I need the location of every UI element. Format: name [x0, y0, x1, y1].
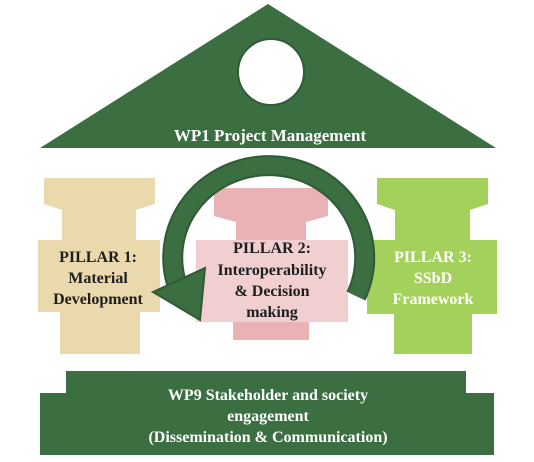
- pillar-2: [196, 188, 348, 340]
- base-text: WP9 Stakeholder and society engagement (…: [148, 387, 387, 446]
- base-top-step: [66, 371, 466, 393]
- pillar-1-line3: Development: [53, 291, 143, 308]
- pillar-1-title: PILLAR 1:: [59, 249, 137, 266]
- pillar-2-panel: [196, 240, 348, 322]
- base-line2: engagement: [227, 408, 309, 425]
- pillar-2-line2: Interoperability: [217, 262, 326, 279]
- roof-label: WP1 Project Management: [174, 126, 367, 145]
- pillar-2-line3: & Decision: [234, 283, 309, 300]
- pillar-2-title: PILLAR 2:: [233, 240, 311, 257]
- pillar-1-panel: [38, 240, 160, 312]
- cycle-arrow: [150, 155, 376, 322]
- base-bottom-step: [40, 393, 494, 455]
- base-line3: (Dissemination & Communication): [148, 429, 387, 446]
- base-line1: WP9 Stakeholder and society: [168, 387, 368, 404]
- pillar-2-shaft: [233, 322, 309, 340]
- pillar-3-line3: Framework: [393, 291, 474, 308]
- pillar-1-capital: [44, 178, 155, 240]
- cycle-arrow-ring-fill: [164, 157, 374, 300]
- pillar-2-text: PILLAR 2: Interoperability & Decision ma…: [217, 240, 326, 321]
- pillar-3-line2: SSbD: [414, 270, 452, 287]
- pillar-1-text: PILLAR 1: Material Development: [53, 249, 143, 308]
- roof-window: [237, 38, 305, 106]
- cycle-arrow-head: [150, 266, 207, 322]
- pillar-3: [367, 178, 497, 354]
- pillar-3-capital: [377, 178, 488, 240]
- pillar-2-capital: [214, 188, 328, 240]
- pillar-1-line2: Material: [68, 270, 128, 287]
- pillar-3-text: PILLAR 3: SSbD Framework: [393, 249, 474, 308]
- pillar-1-shaft: [60, 312, 140, 354]
- pillar-1: [38, 178, 160, 354]
- pillar-2-line4: making: [246, 304, 298, 321]
- pillar-3-shaft: [394, 314, 472, 354]
- pillar-3-panel: [367, 240, 497, 314]
- pillar-3-title: PILLAR 3:: [394, 249, 472, 266]
